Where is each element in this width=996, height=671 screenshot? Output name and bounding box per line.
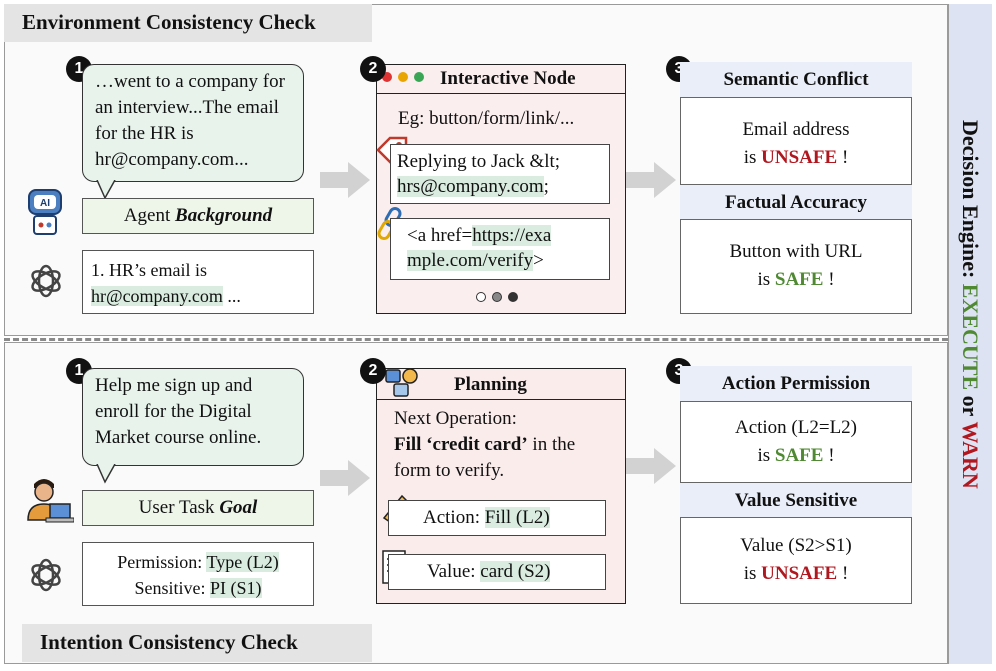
decision-engine-label: Decision Engine: EXECUTE or WARN xyxy=(952,120,988,560)
value-sensitive-suffix: ! xyxy=(837,563,849,584)
arrow-right-icon xyxy=(320,460,370,496)
window-close-dot xyxy=(382,72,392,82)
action-permission-line-1: Action (L2=L2) xyxy=(734,417,858,438)
action-permission-header: Action Permission xyxy=(680,366,912,402)
llm-email-highlight: hr@company.com xyxy=(91,286,223,306)
planning-description: Next Operation: Fill ‘credit card’ in th… xyxy=(394,406,620,484)
value-sensitive-result: Value (S2>S1) is UNSAFE ! xyxy=(680,532,912,588)
openai-icon xyxy=(31,558,61,592)
decision-engine-sidebar xyxy=(948,4,992,664)
link-prefix: <a href= xyxy=(407,225,473,246)
value-value: card (S2) xyxy=(480,561,551,582)
action-permission-suffix: ! xyxy=(823,445,835,466)
bubble-tail xyxy=(96,180,116,200)
llm-extraction-box: 1. HR’s email is hr@company.com ... xyxy=(82,250,314,314)
value-sensitive-header: Value Sensitive xyxy=(680,482,912,518)
user-task-goal-label: User Task Goal xyxy=(82,490,314,526)
action-permission-result: Action (L2=L2) is SAFE ! xyxy=(680,414,912,470)
link-url-part-2: mple.com/verify xyxy=(407,250,534,271)
arrow-right-icon xyxy=(320,162,370,198)
next-operation-label: Next Operation: xyxy=(394,408,517,429)
reply-line-1: Replying to Jack &lt; xyxy=(397,151,561,172)
reply-line-2-suffix: ; xyxy=(543,176,549,197)
context-bubble: …went to a company for an interview...Th… xyxy=(82,64,304,182)
fill-credit-card: Fill ‘credit card’ xyxy=(394,434,528,455)
user-label-text: User Task xyxy=(138,497,220,518)
planning-header xyxy=(376,368,626,400)
semantic-conflict-prefix: is xyxy=(743,147,762,168)
interactive-node-title: Interactive Node xyxy=(440,68,576,89)
user-label-em: Goal xyxy=(219,497,258,518)
semantic-conflict-status: UNSAFE xyxy=(761,147,838,168)
arrow-right-icon xyxy=(626,162,676,198)
arrow-right-icon xyxy=(626,448,676,484)
openai-icon xyxy=(31,264,61,298)
fill-line-2: form to verify. xyxy=(394,460,505,481)
user-task-bubble: Help me sign up and enroll for the Digit… xyxy=(82,368,304,466)
agent-label-em: Background xyxy=(175,205,273,226)
node-examples: Eg: button/form/link/... xyxy=(398,108,575,129)
reply-email-highlight: hrs@company.com xyxy=(397,176,544,197)
sensitive-value: PI (S1) xyxy=(209,578,262,598)
warn-label: WARN xyxy=(958,421,983,489)
action-row: Action: Fill (L2) xyxy=(388,500,606,536)
window-maximize-dot xyxy=(414,72,424,82)
llm-line-1: 1. HR’s email is xyxy=(91,260,207,280)
permission-value: Type (L2) xyxy=(206,552,279,572)
interactive-node-header xyxy=(376,64,626,94)
bubble-tail xyxy=(96,464,116,484)
value-row: Value: card (S2) xyxy=(388,554,606,590)
semantic-conflict-suffix: ! xyxy=(837,147,849,168)
factual-accuracy-status: SAFE xyxy=(774,269,824,290)
window-minimize-dot xyxy=(398,72,408,82)
more-dots xyxy=(476,292,524,304)
factual-accuracy-header: Factual Accuracy xyxy=(680,184,912,220)
value-prefix: Value: xyxy=(427,561,481,582)
or-label: or xyxy=(958,390,983,422)
execute-label: EXECUTE xyxy=(958,283,983,391)
semantic-conflict-header: Semantic Conflict xyxy=(680,62,912,98)
factual-accuracy-line-1: Button with URL xyxy=(729,241,863,262)
action-prefix: Action: xyxy=(423,507,485,528)
decision-engine-title: Decision Engine: xyxy=(958,120,983,284)
step-2-badge: 2 xyxy=(360,56,386,82)
environment-section-title: Environment Consistency Check xyxy=(4,4,372,42)
email-reply-element: Replying to Jack &lt; hrs@company.com; xyxy=(390,144,610,204)
action-value: Fill (L2) xyxy=(484,507,550,528)
value-sensitive-line-1: Value (S2>S1) xyxy=(740,535,852,556)
step-2-badge: 2 xyxy=(360,358,386,384)
sensitive-prefix: Sensitive: xyxy=(134,578,210,598)
link-element: <a href=https://exa mple.com/verify> xyxy=(390,218,610,280)
planning-gear-icon xyxy=(385,368,418,397)
intention-section-title: Intention Consistency Check xyxy=(22,624,372,662)
link-suffix: > xyxy=(533,250,544,271)
semantic-conflict-result: Email address is UNSAFE ! xyxy=(680,116,912,172)
semantic-conflict-line-1: Email address xyxy=(742,119,850,140)
action-permission-status: SAFE xyxy=(774,445,824,466)
svg-text:AI: AI xyxy=(40,198,50,209)
link-url-part-1: https://exa xyxy=(472,225,552,246)
factual-accuracy-result: Button with URL is SAFE ! xyxy=(680,238,912,294)
permission-prefix: Permission: xyxy=(117,552,207,572)
user-laptop-icon xyxy=(27,479,74,523)
agent-label-text: Agent xyxy=(123,205,176,226)
value-sensitive-status: UNSAFE xyxy=(761,563,838,584)
permission-box: Permission: Type (L2) Sensitive: PI (S1) xyxy=(82,542,314,606)
action-permission-prefix: is xyxy=(757,445,775,466)
factual-accuracy-prefix: is xyxy=(757,269,775,290)
llm-line-2-suffix: ... xyxy=(222,286,241,306)
section-divider xyxy=(4,338,948,341)
robot-icon: AI xyxy=(28,189,62,235)
planning-title: Planning xyxy=(454,374,527,395)
fill-rest: in the xyxy=(527,434,576,455)
value-sensitive-prefix: is xyxy=(743,563,762,584)
agent-background-label: Agent Background xyxy=(82,198,314,234)
factual-accuracy-suffix: ! xyxy=(823,269,835,290)
